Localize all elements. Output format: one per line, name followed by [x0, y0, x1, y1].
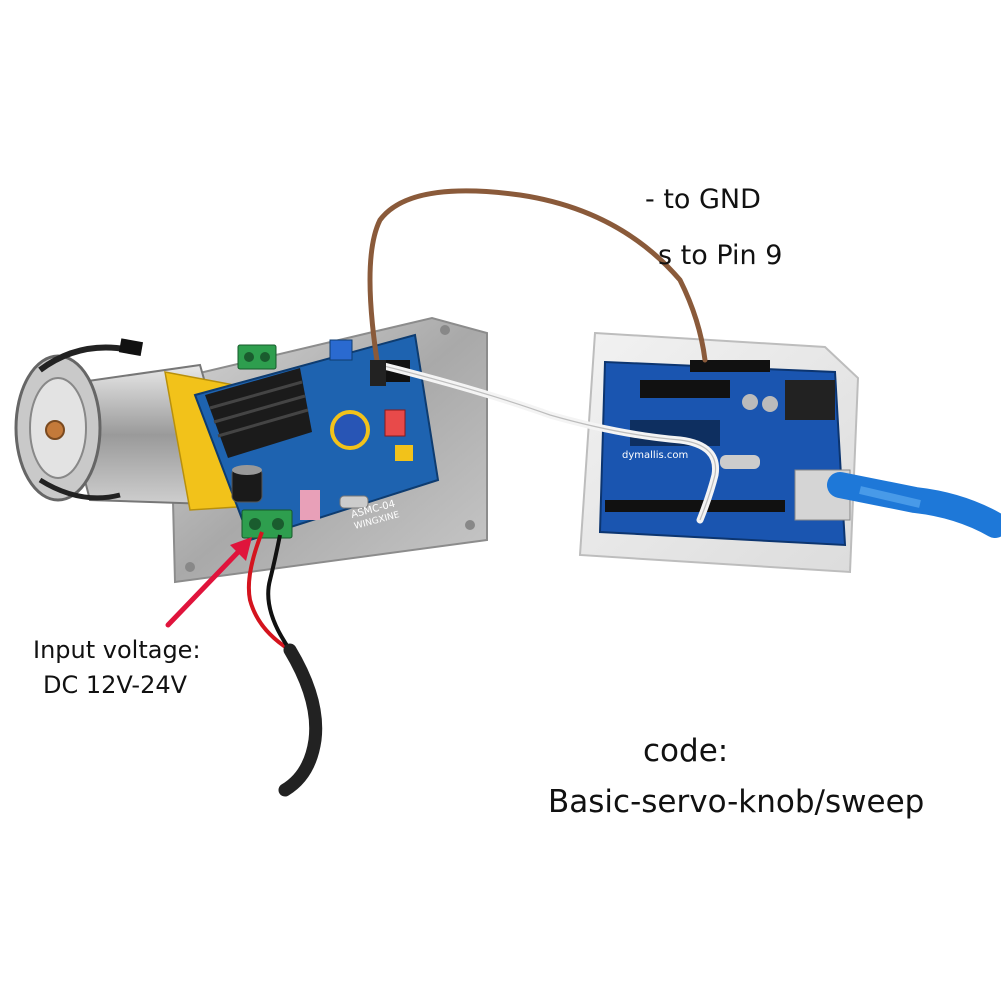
code-value: Basic-servo-knob/sweep [548, 784, 925, 820]
brown-wire [367, 188, 708, 383]
driver-board: ASMC-04 WINGXINE [193, 333, 440, 542]
arduino-site-label: dymallis.com [622, 450, 688, 461]
arrow-icon [165, 537, 252, 628]
white-wire-outline [379, 364, 717, 521]
input-voltage-label: Input voltage: [33, 636, 201, 664]
arduino-board: dymallis.com [578, 331, 860, 574]
gnd-connection-note: - to GND [645, 184, 761, 215]
code-label: code: [643, 733, 729, 769]
signal-connection-note: s to Pin 9 [658, 240, 783, 271]
usb-cable-icon [827, 472, 1001, 538]
power-cable [246, 531, 323, 797]
input-voltage-value: DC 12V-24V [43, 671, 188, 699]
servo-connector [370, 360, 386, 386]
